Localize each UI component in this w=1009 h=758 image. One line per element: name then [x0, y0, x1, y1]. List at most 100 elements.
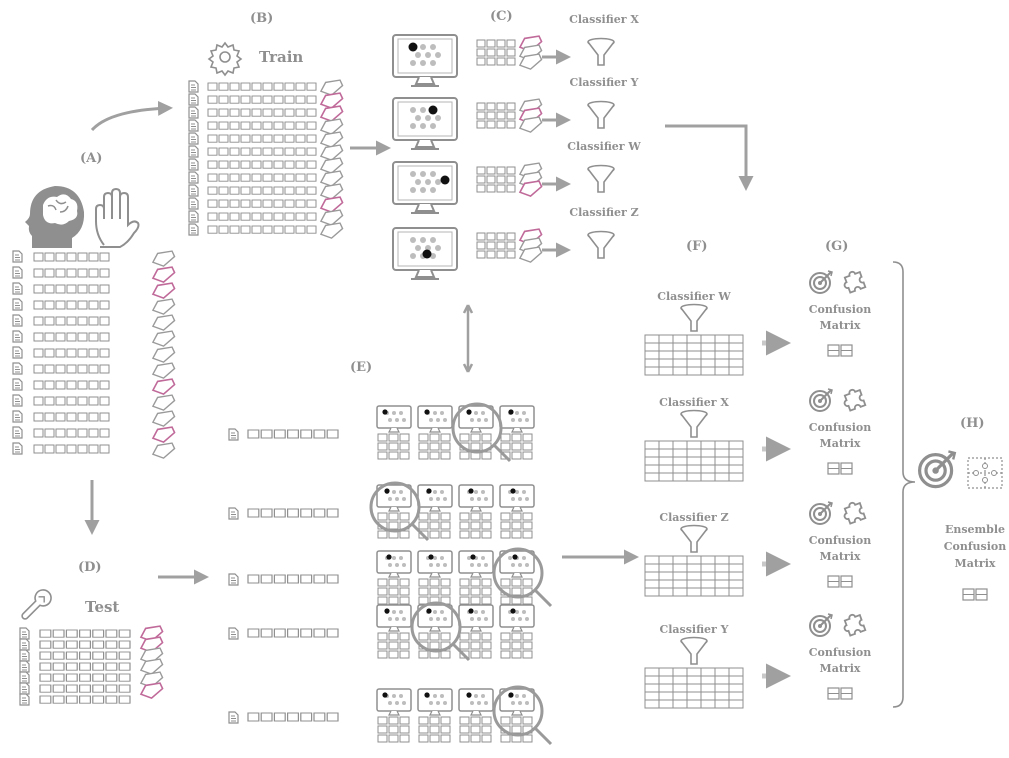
data-row-extra	[285, 83, 316, 90]
monitor-icon	[500, 551, 534, 577]
highlighted-point	[424, 409, 429, 414]
tag-icon	[150, 423, 176, 445]
document-icon	[189, 185, 198, 196]
ensemble-line1: Ensemble	[945, 523, 1005, 536]
monitor-icon	[500, 485, 534, 511]
funnel-icon	[588, 232, 614, 259]
data-row	[34, 301, 109, 309]
highlighted-point	[468, 488, 473, 493]
mini-data-grid	[460, 513, 491, 538]
highlighted-point	[382, 409, 387, 414]
data-row-extra	[285, 226, 316, 233]
tag-icon	[150, 407, 176, 429]
test-split-d	[20, 622, 164, 705]
confusion-matrix-icon	[828, 345, 852, 356]
data-row	[34, 269, 109, 277]
magnifier-handle	[535, 590, 551, 606]
tag-icon	[150, 375, 176, 397]
data-row	[208, 122, 283, 129]
classifier-label: Classifier W	[657, 290, 731, 303]
mini-data-grid	[419, 633, 450, 658]
data-row	[34, 413, 109, 421]
data-row	[34, 253, 109, 261]
test-title: Test	[85, 598, 119, 616]
bracket	[893, 262, 915, 707]
document-icon	[13, 299, 22, 310]
mini-data-grid	[419, 717, 450, 742]
funnel-icon	[681, 305, 707, 332]
document-icon	[189, 224, 198, 235]
puzzle-icon	[841, 269, 865, 293]
highlighted-point	[426, 608, 431, 613]
monitor-icon	[377, 605, 411, 631]
label-e: (E)	[350, 360, 372, 375]
confusion-line2: Matrix	[820, 319, 861, 332]
hand-icon	[96, 189, 139, 247]
monitor-icon	[377, 689, 411, 715]
funnel-icon	[681, 411, 707, 438]
label-c: (C)	[490, 9, 513, 24]
monitor-icon	[500, 689, 534, 715]
data-row	[208, 96, 283, 103]
data-row	[34, 333, 109, 341]
data-row	[40, 696, 130, 703]
classifier-label: Classifier X	[569, 13, 639, 26]
wrench-icon	[17, 587, 54, 624]
arrow-c-to-f	[665, 126, 746, 188]
data-row-extra	[285, 161, 316, 168]
tag-icon	[150, 359, 176, 381]
test-sample-row	[248, 629, 338, 637]
data-row	[34, 285, 109, 293]
document-icon	[13, 331, 22, 342]
document-icon	[189, 198, 198, 209]
highlighted-point	[508, 409, 513, 414]
mini-data-grid	[378, 717, 409, 742]
mini-data-grid	[477, 233, 515, 258]
test-sample-row	[248, 509, 338, 517]
funnel-icon	[681, 526, 707, 553]
target-icon	[920, 451, 955, 486]
mini-data-grid	[460, 717, 491, 742]
arrow-a-to-b	[92, 108, 170, 130]
data-row-extra	[285, 148, 316, 155]
target-icon	[810, 614, 832, 636]
data-row-extra	[285, 213, 316, 220]
puzzle-icon	[841, 612, 865, 636]
prediction-e	[229, 404, 551, 744]
document-icon	[20, 628, 29, 639]
monitor-icon	[459, 551, 493, 577]
confusion-line1: Confusion	[809, 534, 872, 547]
document-icon	[13, 251, 22, 262]
highlighted-point	[508, 692, 513, 697]
document-icon	[189, 94, 198, 105]
puzzle-icon	[841, 387, 865, 411]
output-table	[645, 668, 743, 708]
mini-data-grid	[460, 434, 491, 459]
document-icon	[20, 650, 29, 661]
classifier-label: Classifier Z	[569, 206, 638, 219]
label-g: (G)	[825, 239, 848, 254]
document-icon	[13, 267, 22, 278]
monitor-icon	[418, 406, 452, 432]
highlighted-point	[512, 554, 517, 559]
train-split-b	[189, 76, 344, 241]
document-icon	[13, 347, 22, 358]
highlighted-point	[423, 250, 432, 259]
highlighted-point	[510, 608, 515, 613]
document-icon	[13, 363, 22, 374]
highlighted-point	[382, 692, 387, 697]
classifier-label: Classifier Y	[569, 76, 638, 89]
mini-data-grid	[460, 579, 491, 604]
data-row	[208, 148, 283, 155]
label-b: (B)	[250, 11, 273, 26]
data-row	[34, 429, 109, 437]
confusion-matrix-icon	[828, 463, 852, 474]
output-table	[645, 441, 743, 481]
gear-icon	[209, 43, 241, 75]
tag-icon	[150, 263, 176, 285]
data-row	[208, 161, 283, 168]
mini-data-grid	[477, 40, 515, 65]
ensemble-matrix-icon	[963, 589, 987, 600]
tag-icon	[150, 247, 176, 269]
document-icon	[20, 661, 29, 672]
